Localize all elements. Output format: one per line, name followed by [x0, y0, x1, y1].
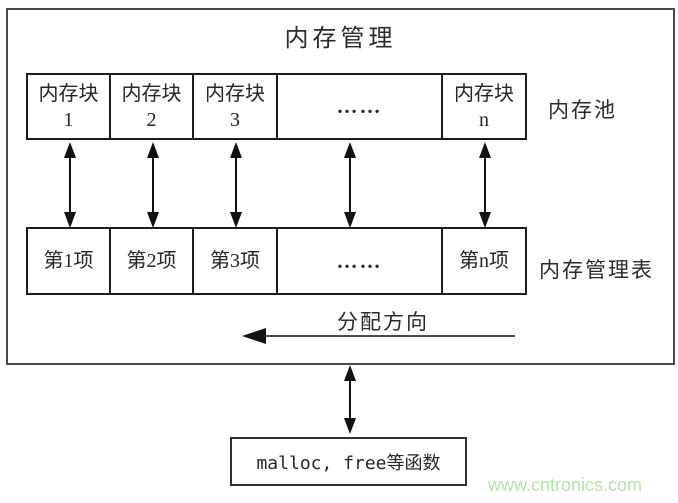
table-cell-ellipsis: …… [278, 229, 444, 293]
memory-pool-row: 内存块 1 内存块 2 内存块 3 …… 内存块 n [26, 73, 527, 140]
pool-cell-1: 内存块 1 [28, 75, 112, 138]
pool-cell-ellipsis: …… [278, 75, 444, 138]
double-arrow-functions [344, 365, 356, 434]
pool-cell-2: 内存块 2 [111, 75, 195, 138]
pool-cell-name: 内存块 [121, 82, 182, 105]
management-table-label: 内存管理表 [539, 258, 654, 282]
table-cell-text: 第2项 [126, 250, 177, 272]
pool-cell-3: 内存块 3 [194, 75, 279, 138]
function-box: malloc, free等函数 [230, 437, 467, 486]
table-cell-2: 第2项 [111, 229, 195, 293]
pool-cell-n: 内存块 n [443, 75, 525, 138]
diagram-title: 内存管理 [284, 26, 397, 52]
table-cell-text: 第1项 [43, 250, 94, 272]
table-cell-n: 第n项 [443, 229, 525, 293]
management-table-row: 第1项 第2项 第3项 …… 第n项 [26, 227, 527, 295]
pool-cell-name: 内存块 [454, 82, 514, 105]
pool-cell-index: 2 [146, 108, 157, 131]
allocation-direction-label: 分配方向 [337, 310, 429, 334]
pool-cell-index: 1 [63, 108, 74, 131]
ellipsis-text: …… [336, 94, 383, 118]
pool-cell-index: n [479, 108, 489, 131]
pool-cell-index: 3 [230, 108, 241, 131]
memory-management-container: 内存管理 内存块 1 内存块 2 内存块 3 …… 内存块 n 内存池 [6, 8, 675, 365]
pool-cell-name: 内存块 [38, 82, 99, 105]
table-cell-3: 第3项 [194, 229, 279, 293]
ellipsis-text: …… [336, 248, 383, 273]
table-cell-1: 第1项 [28, 229, 112, 293]
memory-pool-label: 内存池 [548, 98, 617, 122]
watermark-text: www.cntronics.com [488, 475, 643, 495]
table-cell-text: 第3项 [210, 250, 261, 272]
table-cell-text: 第n项 [459, 250, 509, 272]
pool-cell-name: 内存块 [205, 82, 266, 105]
